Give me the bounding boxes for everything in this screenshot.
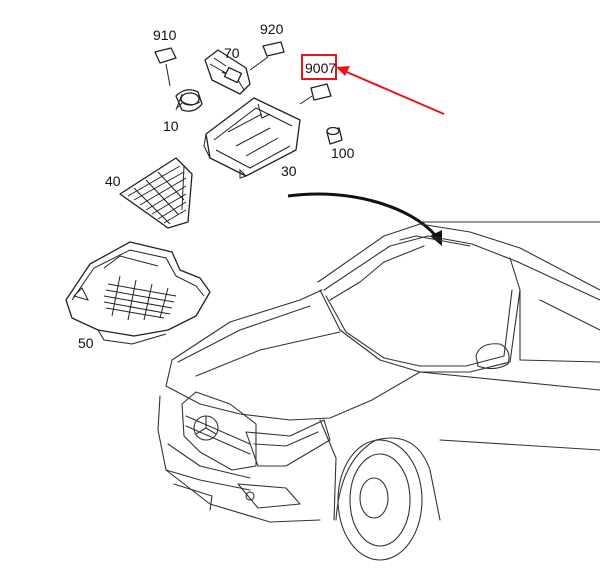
part-40-grille <box>119 157 193 229</box>
part-30-frame <box>203 97 301 179</box>
highlight-arrow <box>336 66 445 115</box>
label-100: 100 <box>331 145 355 161</box>
label-9007: 9007 <box>305 60 336 76</box>
label-70: 70 <box>224 45 240 61</box>
part-9007-tag <box>299 83 332 105</box>
leader-10 <box>176 102 183 109</box>
part-920-tag <box>249 41 285 71</box>
label-50: 50 <box>78 335 94 351</box>
label-40: 40 <box>105 173 121 189</box>
label-920: 920 <box>260 21 284 37</box>
part-100-plug <box>326 126 343 145</box>
car-body <box>157 221 600 561</box>
part-50-cover <box>65 241 211 345</box>
label-10: 10 <box>163 118 179 134</box>
part-10-housing <box>175 89 203 112</box>
part-910-tag <box>154 47 177 87</box>
part-70-bracket <box>204 49 251 95</box>
label-30: 30 <box>281 163 297 179</box>
label-910: 910 <box>153 27 177 43</box>
